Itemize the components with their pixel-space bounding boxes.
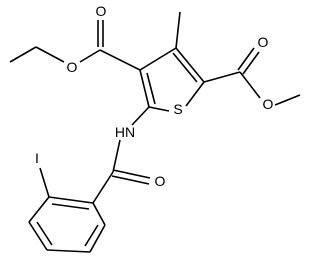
- atom-iodine: I: [35, 150, 39, 166]
- bond-ring-c5-carbonyl-right: [203, 71, 241, 83]
- bond-benzene-6-1: [92, 202, 106, 226]
- bonds: [9, 11, 301, 253]
- bond-benzene-inner-b: [36, 221, 53, 246]
- bond-amide-double-b: [111, 175, 150, 185]
- bond-c2-nh: [131, 106, 150, 126]
- bond-ring-c2-s: [148, 106, 170, 112]
- bond-o-methyl-right: [274, 94, 301, 106]
- bond-nh-carbonyl: [112, 139, 121, 173]
- bond-benzene-4-5: [46, 249, 91, 253]
- bond-o-carbonyl-left: [79, 49, 101, 63]
- bond-ring-c5-c4-a: [175, 47, 205, 83]
- atom-amide-nitrogen: HN: [115, 124, 135, 140]
- bond-amide-double-a: [112, 169, 151, 179]
- atom-o-carbonyl-right: O: [258, 34, 269, 50]
- atom-o-carbonyl-left: O: [96, 3, 107, 19]
- atom-labels: O O O O S HN O I: [35, 3, 274, 189]
- bond-benzene-iodine: [39, 167, 50, 198]
- bond-ethyl-ch2-o: [35, 46, 65, 63]
- atom-sulfur: S: [173, 101, 182, 117]
- bond-benzene-2-3: [28, 196, 50, 223]
- bond-ring-s-c5: [185, 81, 205, 107]
- bond-ring-c4-c3: [139, 47, 177, 71]
- bond-methyl: [175, 11, 181, 49]
- bond-benzene-inner-c: [84, 224, 99, 247]
- bond-ethyl-ch3: [9, 46, 37, 63]
- bond-carbonyl-to-benzene: [92, 171, 114, 204]
- atom-o-ether-left: O: [67, 59, 78, 75]
- bond-carbonyl-double-right-b: [242, 51, 260, 75]
- bond-carbonyl-double-right-a: [237, 47, 255, 71]
- bond-carbonyl-to-ring-c3: [99, 49, 141, 71]
- bond-ring-c3-c2-a: [139, 69, 150, 108]
- bond-ring-c5-c4-b: [172, 52, 198, 83]
- bond-benzene-inner-a: [51, 203, 90, 210]
- bond-carbonyl-o-right: [239, 71, 261, 99]
- bond-ring-c3-c2-b: [146, 72, 156, 105]
- bond-benzene-1-2: [48, 196, 94, 204]
- atom-amide-oxygen: O: [155, 173, 166, 189]
- bond-benzene-3-4: [28, 221, 48, 251]
- atom-o-ether-right: O: [263, 96, 274, 112]
- chemical-structure-diagram: O O O O S HN O I: [9, 3, 301, 253]
- bond-benzene-5-6: [89, 224, 106, 253]
